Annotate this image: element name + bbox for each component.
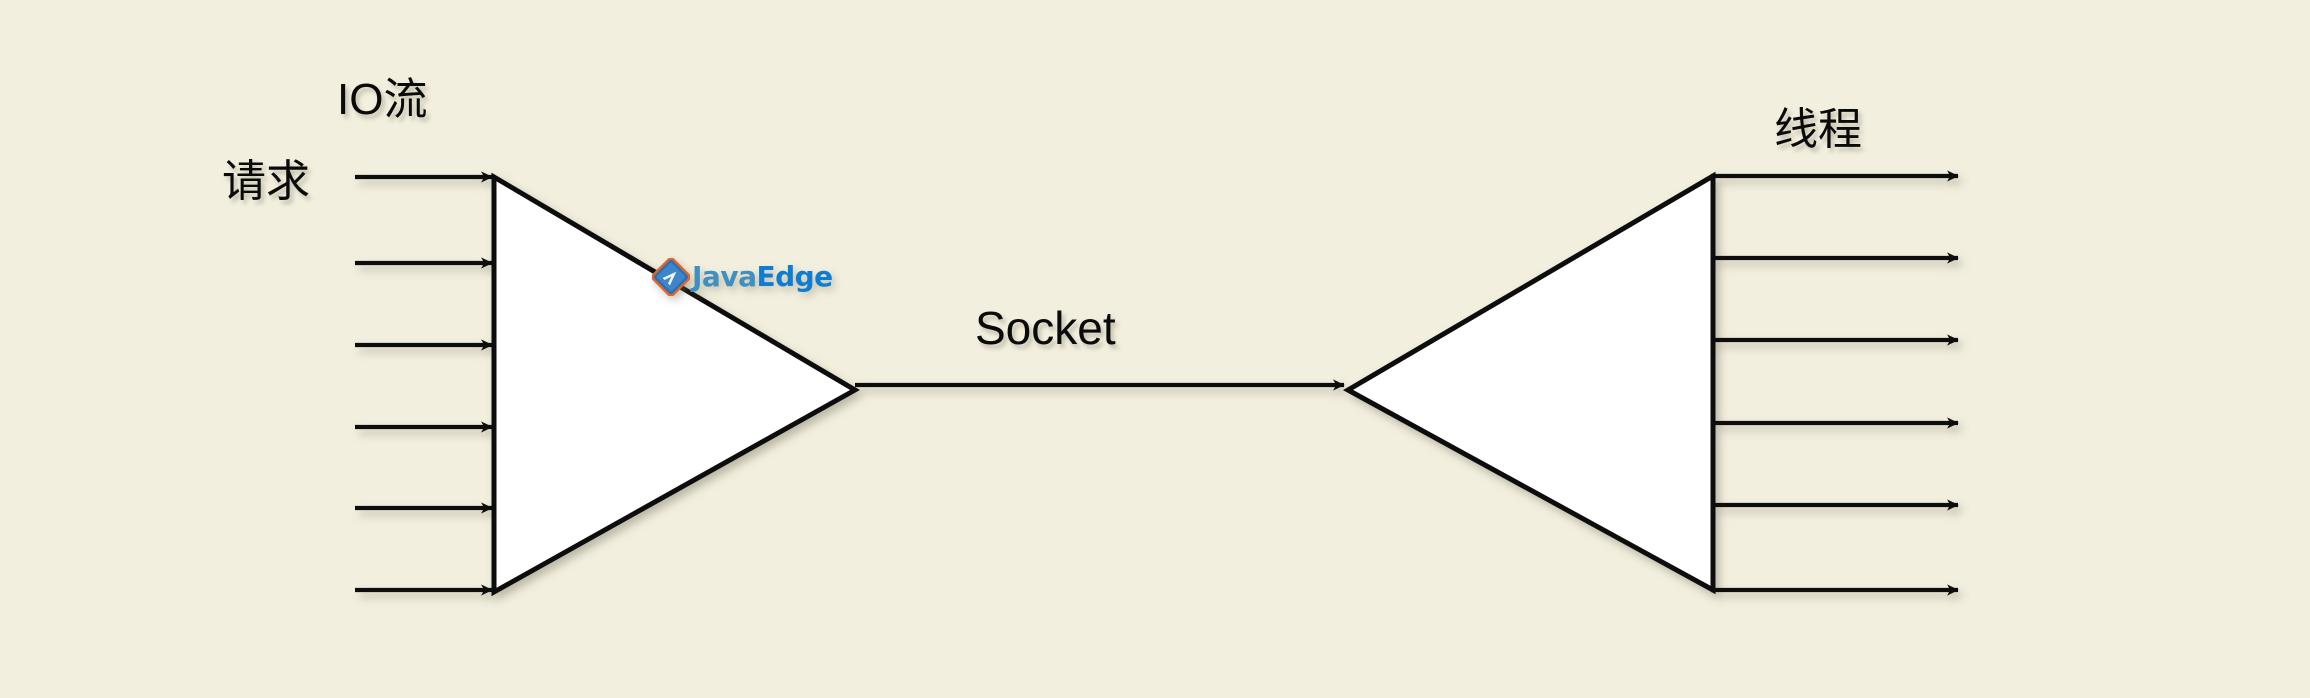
- javaedge-logo-text: JavaEdge: [692, 263, 833, 291]
- label-io-stream: IO流: [337, 75, 428, 124]
- javaedge-watermark: JavaEdge: [652, 258, 833, 296]
- input-arrow-group: [355, 171, 493, 596]
- thread-funnel: [1342, 171, 1716, 595]
- output-arrow-group: [1711, 170, 1959, 596]
- io-stream-funnel: [491, 172, 861, 597]
- logo-text-java: Java: [692, 260, 757, 293]
- label-request: 请求: [222, 157, 310, 206]
- label-socket: Socket: [975, 302, 1116, 354]
- javaedge-logo-icon: [652, 258, 690, 296]
- logo-text-edge: Edge: [756, 260, 833, 293]
- label-thread: 线程: [1774, 105, 1862, 154]
